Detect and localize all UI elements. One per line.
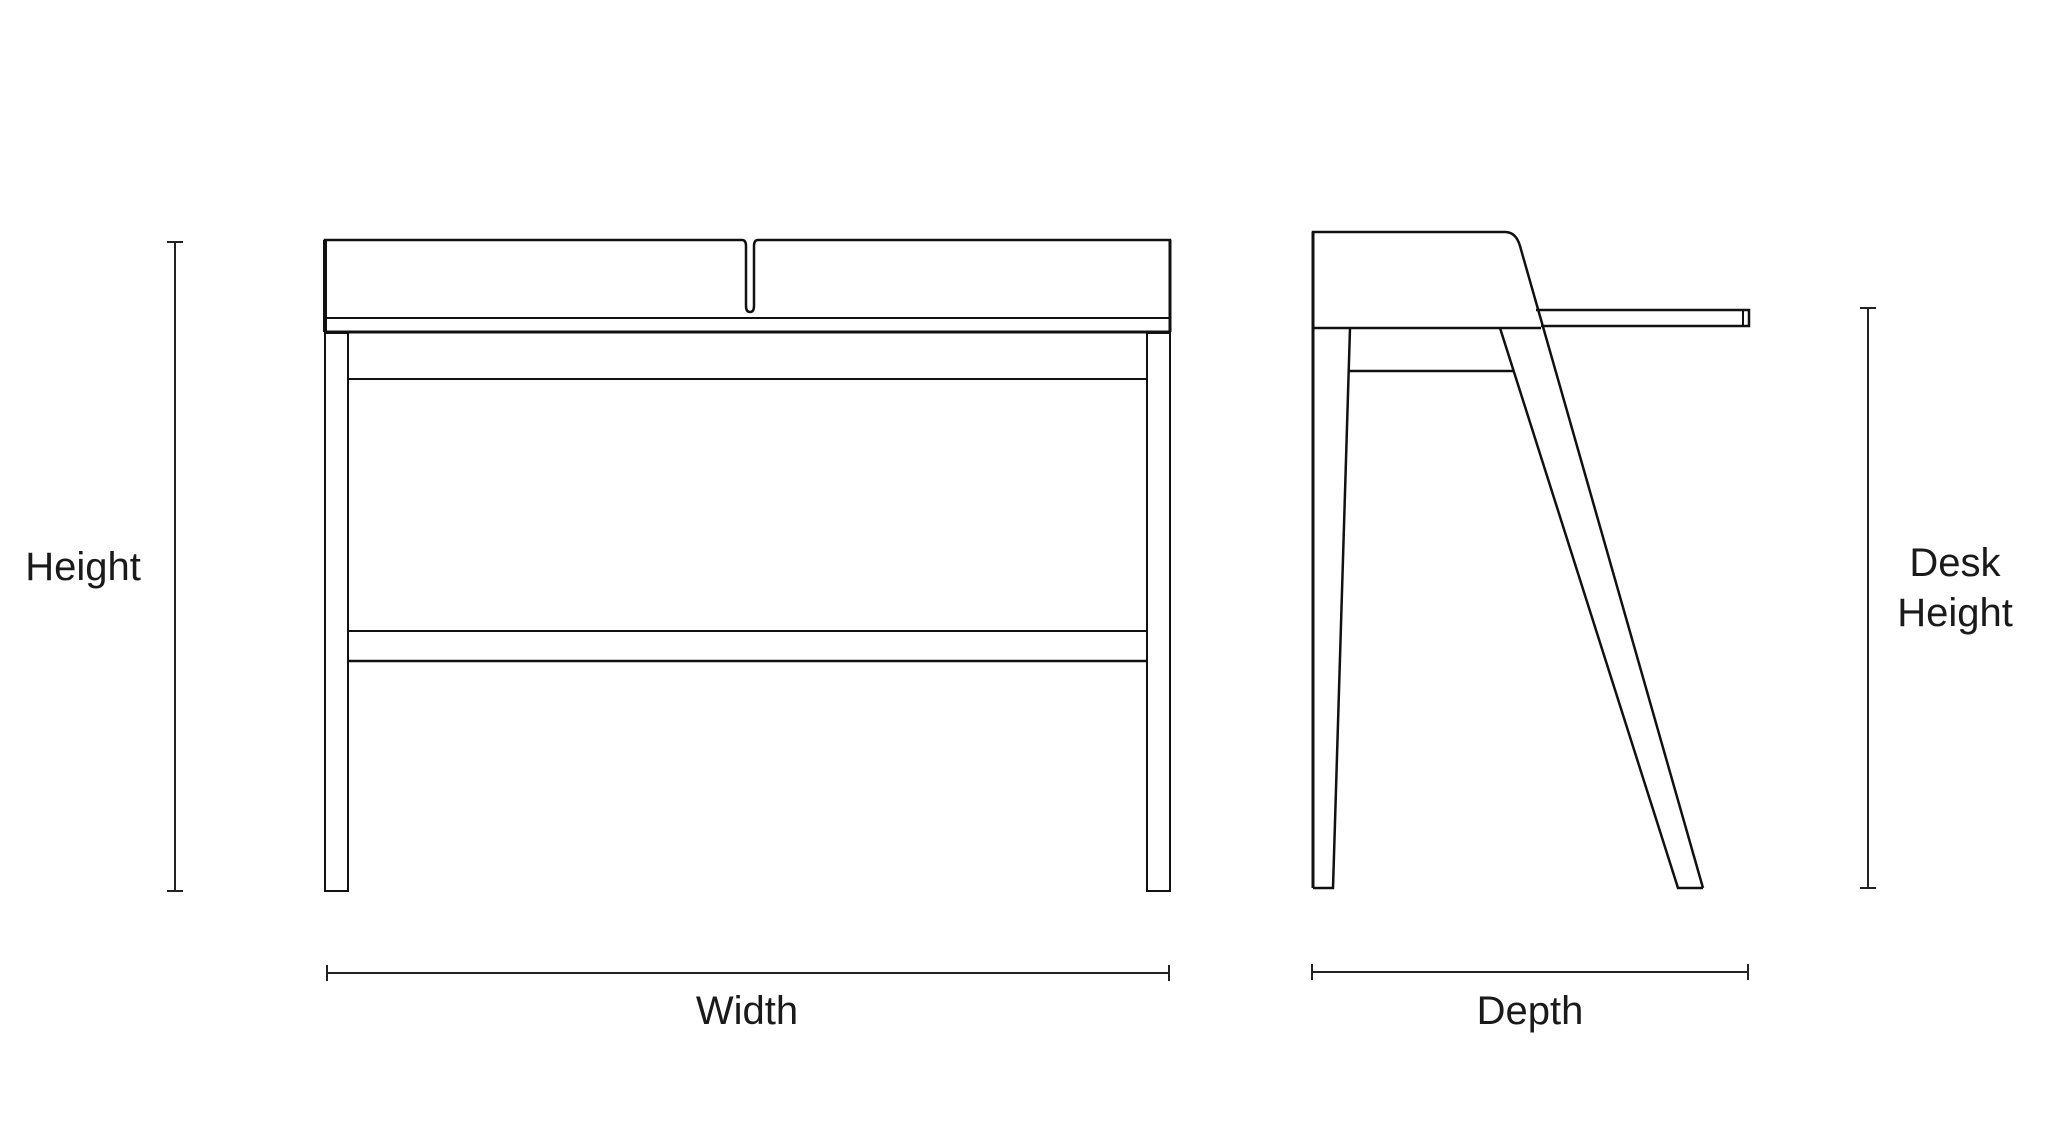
depth-label: Depth — [1476, 989, 1584, 1033]
desk-side-view — [1311, 230, 1751, 890]
desk-height-label-line1: Desk — [1909, 541, 2001, 585]
front-right-leg — [1146, 332, 1171, 892]
side-front-leg — [1313, 327, 1352, 890]
desk-height-label-line2: Height — [1897, 591, 2013, 635]
depth-dimension-line — [1311, 964, 1749, 980]
side-tray — [1536, 308, 1751, 328]
desk-front-view — [323, 238, 1172, 892]
front-left-leg — [324, 332, 349, 892]
height-label: Height — [25, 545, 141, 589]
height-dimension-line — [167, 241, 183, 892]
width-label: Width — [695, 989, 799, 1033]
desk-height-label: Desk Height — [1880, 538, 2030, 638]
side-hutch-outline — [1311, 230, 1705, 889]
front-hutch-outline — [323, 238, 1172, 318]
side-back-leg — [1498, 327, 1703, 890]
width-dimension-line — [326, 965, 1170, 981]
desk-height-dimension-line — [1860, 307, 1876, 889]
